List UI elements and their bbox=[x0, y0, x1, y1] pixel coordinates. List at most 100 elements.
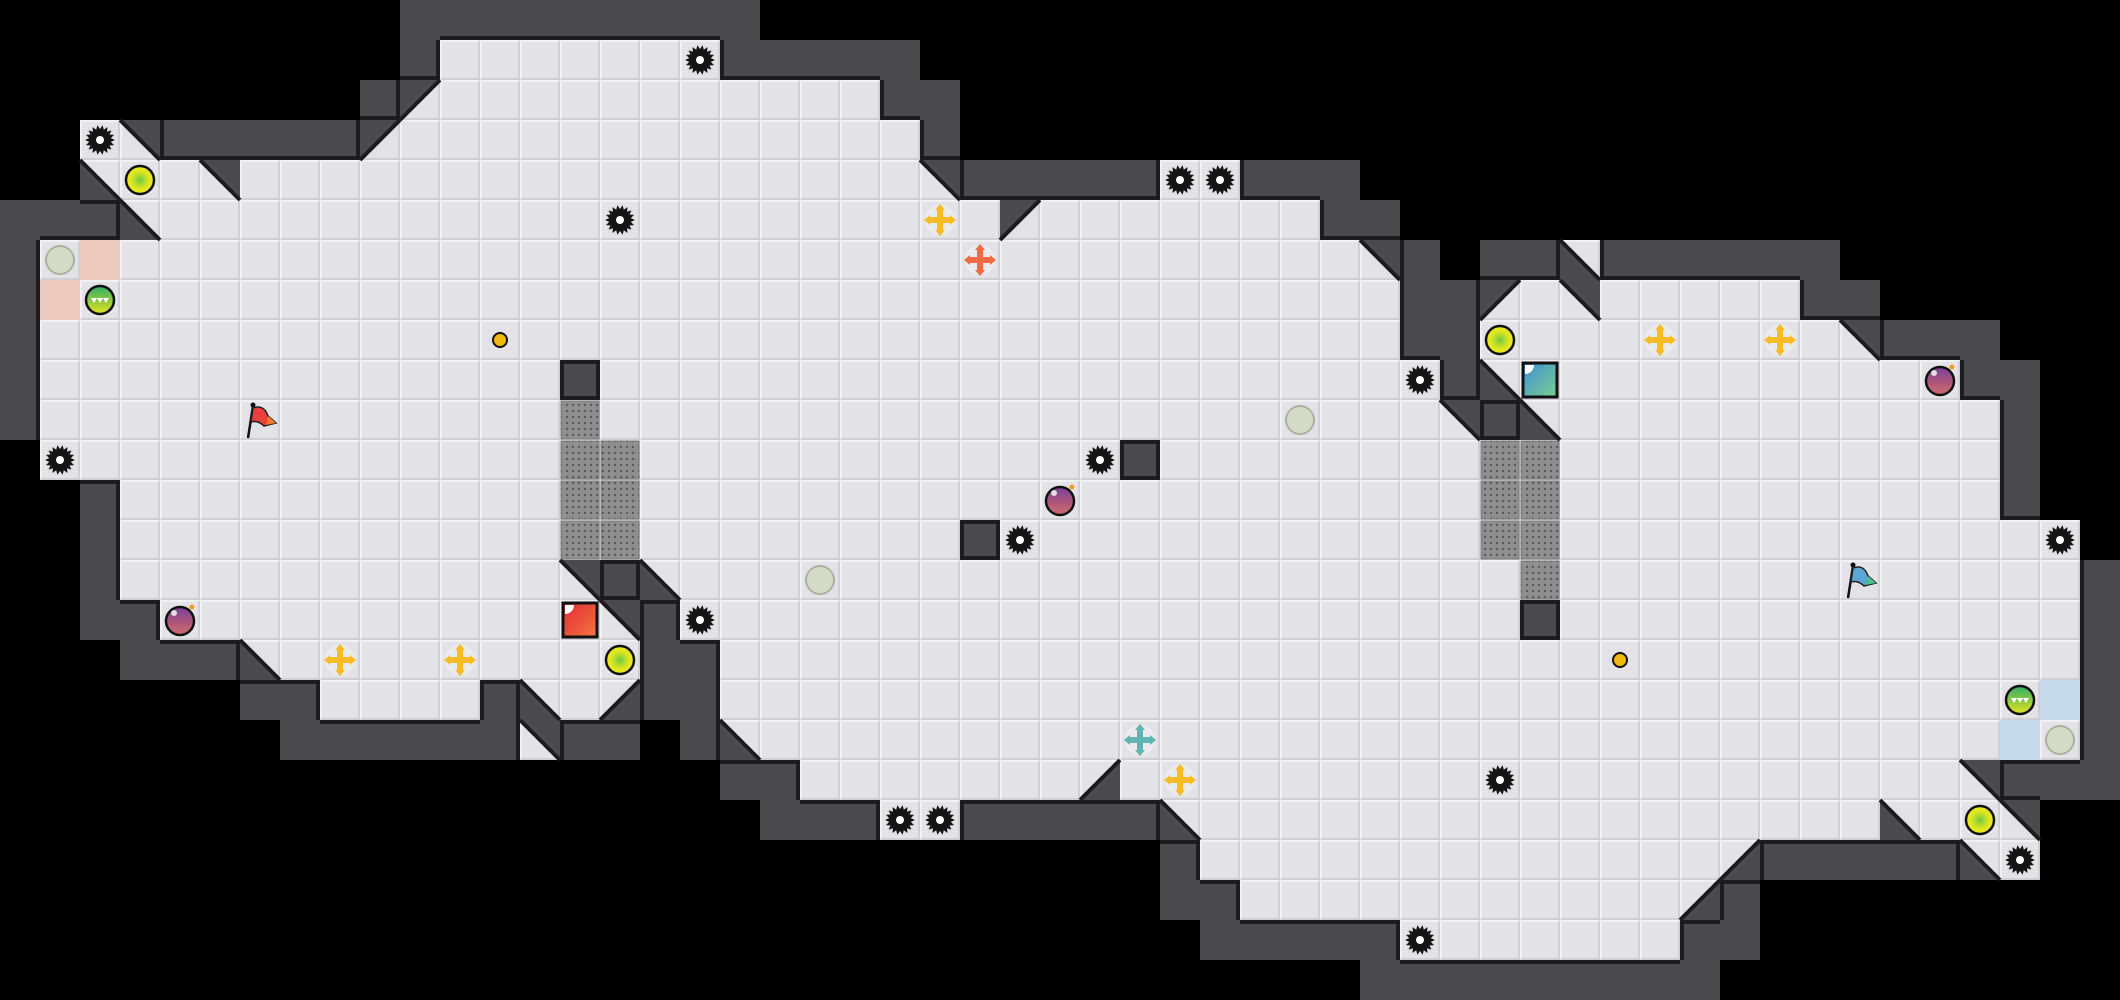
floor-highlight bbox=[1400, 720, 1439, 759]
bomb-shine bbox=[171, 610, 177, 616]
floor-tile bbox=[320, 240, 360, 280]
floor-base bbox=[1520, 320, 1560, 360]
floor-tile bbox=[1720, 560, 1760, 600]
floor-shadow bbox=[641, 401, 680, 440]
floor-shadow bbox=[241, 521, 280, 560]
floor-tile bbox=[480, 200, 520, 240]
arrow-head bbox=[1775, 350, 1785, 356]
floor-highlight bbox=[1840, 760, 1879, 799]
floor-highlight bbox=[480, 520, 519, 559]
floor-highlight bbox=[1200, 280, 1239, 319]
floor-highlight bbox=[1000, 560, 1039, 599]
floor-tile bbox=[1400, 720, 1440, 760]
floor-highlight bbox=[1680, 560, 1719, 599]
spike-icon bbox=[1405, 925, 1435, 955]
floor-tile bbox=[720, 480, 760, 520]
floor-shadow bbox=[481, 201, 520, 240]
floor-tile bbox=[360, 320, 400, 360]
floor-tile bbox=[1120, 640, 1160, 680]
wall-tile bbox=[1280, 160, 1320, 200]
floor-highlight bbox=[1640, 600, 1679, 639]
floor-shadow bbox=[1801, 521, 1840, 560]
floor-shadow bbox=[681, 401, 720, 440]
floor-tile bbox=[1200, 400, 1240, 440]
floor-highlight bbox=[360, 520, 399, 559]
floor-base bbox=[40, 360, 80, 400]
wall-edge bbox=[1958, 838, 2002, 882]
floor-highlight bbox=[1440, 800, 1479, 839]
floor-shadow bbox=[841, 121, 880, 160]
floor-shadow bbox=[1281, 521, 1320, 560]
floor-shadow bbox=[681, 561, 720, 600]
floor-shadow bbox=[281, 441, 320, 480]
floor-shadow bbox=[1401, 361, 1440, 400]
floor-highlight bbox=[360, 320, 399, 359]
wall-tile bbox=[1880, 320, 1920, 360]
wall-tile bbox=[1840, 280, 1880, 320]
floor-base bbox=[160, 520, 200, 560]
floor-highlight bbox=[920, 520, 959, 559]
floor-tile bbox=[40, 400, 80, 440]
floor-highlight bbox=[960, 440, 999, 479]
floor-highlight bbox=[1680, 720, 1719, 759]
floor-tile bbox=[1280, 880, 1320, 920]
floor-base bbox=[1760, 600, 1800, 640]
floor-base bbox=[1120, 600, 1160, 640]
mesh-tile bbox=[1480, 520, 1520, 560]
floor-shadow bbox=[1481, 761, 1520, 800]
floor-base bbox=[1800, 600, 1840, 640]
floor-tile bbox=[1760, 280, 1800, 320]
floor-base bbox=[1040, 440, 1080, 480]
floor-shadow bbox=[161, 441, 200, 480]
floor-base bbox=[1320, 520, 1360, 560]
floor-highlight bbox=[320, 240, 359, 279]
floor-base bbox=[120, 320, 160, 360]
portal-shine bbox=[1525, 365, 1534, 374]
floor-shadow bbox=[1041, 241, 1080, 280]
floor-tile bbox=[360, 160, 400, 200]
floor-base bbox=[1600, 560, 1640, 600]
floor-base bbox=[720, 160, 760, 200]
floor-tile bbox=[1360, 400, 1400, 440]
juke-ball-icon bbox=[84, 284, 116, 316]
floor-base bbox=[800, 480, 840, 520]
floor-shadow bbox=[1001, 281, 1040, 320]
floor-shadow bbox=[2001, 681, 2040, 720]
floor-tile bbox=[1200, 360, 1240, 400]
floor-base bbox=[600, 120, 640, 160]
floor-tile bbox=[720, 240, 760, 280]
floor-tile bbox=[1120, 400, 1160, 440]
floor-shadow bbox=[1161, 641, 1200, 680]
floor-highlight bbox=[800, 400, 839, 439]
floor-shadow bbox=[1281, 401, 1320, 440]
floor-shadow bbox=[1681, 721, 1720, 760]
floor-tile bbox=[400, 560, 440, 600]
floor-base bbox=[1560, 840, 1600, 880]
floor-tile bbox=[320, 560, 360, 600]
floor-base bbox=[1240, 600, 1280, 640]
floor-base bbox=[1360, 560, 1400, 600]
floor-tile bbox=[1880, 720, 1920, 760]
floor-shadow bbox=[1841, 761, 1880, 800]
floor-shadow bbox=[521, 241, 560, 280]
wall-tile bbox=[1400, 280, 1440, 320]
floor-base bbox=[1400, 600, 1440, 640]
floor-base bbox=[320, 400, 360, 440]
floor-shadow bbox=[281, 281, 320, 320]
floor-highlight bbox=[1320, 480, 1359, 519]
floor-shadow bbox=[401, 641, 440, 680]
floor-shadow bbox=[1841, 641, 1880, 680]
floor-highlight bbox=[1640, 800, 1679, 839]
floor-highlight bbox=[280, 160, 319, 199]
floor-shadow bbox=[321, 641, 360, 680]
floor-tile bbox=[1560, 400, 1600, 440]
floor-base bbox=[320, 200, 360, 240]
floor-shadow bbox=[1361, 761, 1400, 800]
floor-highlight bbox=[120, 560, 159, 599]
floor-highlight bbox=[600, 360, 639, 399]
floor-tile bbox=[1920, 720, 1960, 760]
wall-tile bbox=[760, 40, 800, 80]
floor-tile bbox=[1440, 560, 1480, 600]
floor-base bbox=[1440, 680, 1480, 720]
floor-base bbox=[1400, 720, 1440, 760]
